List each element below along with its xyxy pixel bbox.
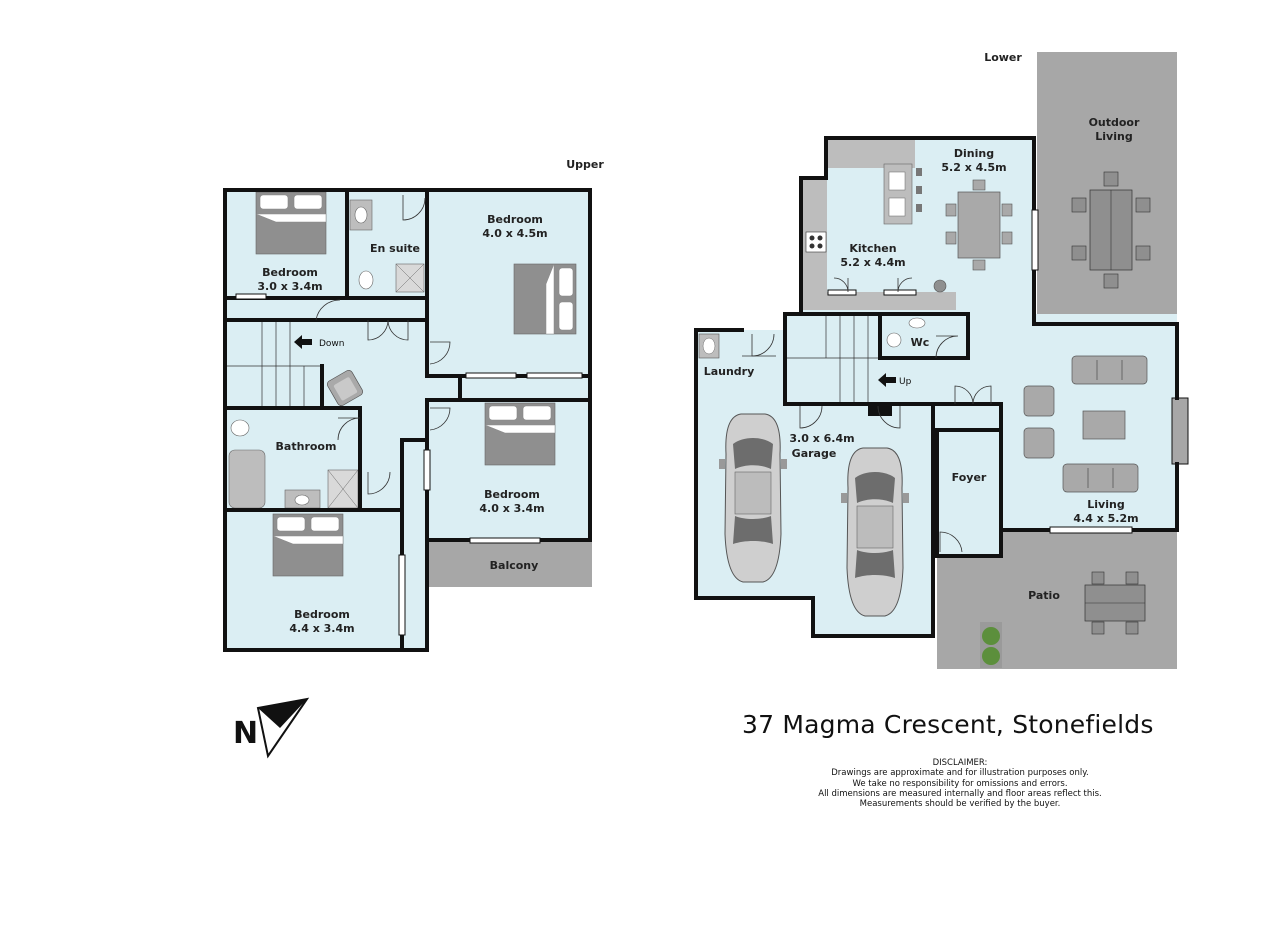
plant-icon — [980, 622, 1002, 668]
kitchen-label: Kitchen — [849, 242, 896, 255]
bed-icon — [513, 263, 577, 335]
toilet-icon — [886, 332, 902, 348]
coffee-table-icon — [1082, 410, 1126, 440]
kitchen-bench — [827, 140, 915, 168]
dining-label: Dining — [954, 147, 994, 160]
armchair-icon — [1023, 385, 1055, 417]
car-icon — [840, 447, 910, 617]
bedroom-label: Bedroom — [487, 213, 543, 226]
outdoor-table-icon — [1071, 171, 1151, 289]
disclaimer-line: Drawings are approximate and for illustr… — [831, 768, 1089, 779]
lower-floor — [694, 52, 1189, 669]
armchair-icon — [326, 369, 364, 407]
laundry-label: Laundry — [704, 365, 755, 378]
garage-label: Garage — [792, 447, 837, 460]
upper-windows — [235, 293, 583, 636]
arrow-left-icon — [294, 335, 312, 349]
living-label: Living — [1087, 498, 1124, 511]
bedroom-size: 4.0 x 4.5m — [482, 227, 547, 240]
bathtub-icon — [228, 449, 266, 509]
step-block — [868, 404, 892, 416]
property-address: 37 Magma Crescent, Stonefields — [742, 710, 1154, 739]
sink-icon — [888, 197, 906, 217]
chair-icon — [933, 279, 947, 293]
bedroom-size: 4.0 x 3.4m — [479, 502, 544, 515]
toilet-icon — [230, 419, 250, 437]
disclaimer: DISCLAIMER: Drawings are approximate and… — [780, 758, 1140, 809]
bedroom-label: Bedroom — [484, 488, 540, 501]
bed-icon — [272, 513, 344, 577]
stairs-up-label: Up — [899, 377, 912, 387]
disclaimer-line: We take no responsibility for omissions … — [852, 778, 1068, 789]
bedroom-label: Bedroom — [262, 266, 318, 279]
patio-table-icon — [1084, 571, 1146, 635]
disclaimer-line: Measurements should be verified by the b… — [859, 799, 1061, 810]
lower-floor-label: Lower — [984, 51, 1022, 64]
kitchen-size: 5.2 x 4.4m — [840, 256, 905, 269]
disclaimer-title: DISCLAIMER: — [932, 758, 988, 768]
basin-icon — [908, 317, 926, 329]
ensuite-label: En suite — [370, 242, 420, 255]
balcony-deck — [427, 540, 592, 587]
lower-windows — [827, 209, 1133, 534]
bed-icon — [484, 402, 556, 466]
bar-stool-icons — [916, 168, 922, 212]
wc-label: Wc — [911, 336, 930, 349]
car-icon — [718, 413, 788, 583]
living-size: 4.4 x 5.2m — [1073, 512, 1138, 525]
toilet-icon — [358, 270, 374, 290]
outdoor-living-label: Outdoor — [1089, 116, 1140, 129]
outdoor-living-label: Living — [1095, 130, 1132, 143]
upper-walls — [223, 188, 592, 652]
lower-walls — [694, 136, 1179, 638]
lower-stairs — [786, 314, 880, 404]
upper-floor-label: Upper — [566, 158, 604, 171]
bedroom-size: 4.4 x 3.4m — [289, 622, 354, 635]
foyer-label: Foyer — [952, 471, 987, 484]
bathroom-label: Bathroom — [276, 440, 337, 453]
upper-stairs — [225, 322, 322, 406]
sofa-icon — [1062, 463, 1139, 493]
upper-floor — [223, 188, 592, 652]
kitchen-bench — [826, 292, 956, 310]
bedroom-label: Bedroom — [294, 608, 350, 621]
fireplace-icon — [1171, 397, 1189, 465]
disclaimer-line: All dimensions are measured internally a… — [818, 788, 1102, 799]
arrow-left-icon — [878, 373, 896, 387]
sofa-icon — [1071, 355, 1148, 385]
compass-north-letter: N — [233, 716, 258, 751]
bed-icon — [255, 191, 327, 255]
bedroom-size: 3.0 x 3.4m — [257, 280, 322, 293]
dining-table-icon — [945, 179, 1013, 271]
upper-doors — [315, 195, 451, 495]
north-compass: N — [233, 697, 310, 759]
dining-size: 5.2 x 4.5m — [941, 161, 1006, 174]
cooktop-icon — [805, 231, 827, 253]
stairs-down-label: Down — [319, 339, 345, 349]
sink-icon — [888, 171, 906, 191]
lower-doors — [742, 277, 992, 553]
patio-label: Patio — [1028, 589, 1060, 602]
basin-icon — [354, 206, 368, 224]
garage-size: 3.0 x 6.4m — [789, 432, 854, 445]
armchair-icon — [1023, 427, 1055, 459]
balcony-label: Balcony — [490, 559, 539, 572]
